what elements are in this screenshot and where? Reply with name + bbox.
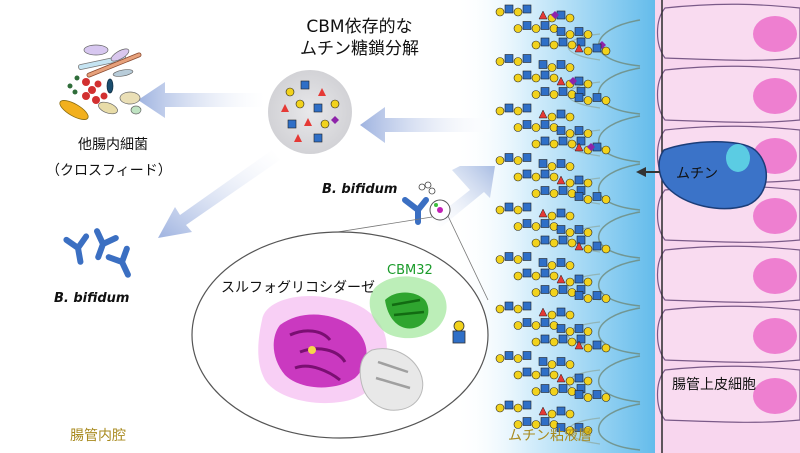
arrow-pool-to-bacteria xyxy=(138,82,265,118)
b-bifidum-small xyxy=(402,181,451,225)
cbm32-structure xyxy=(369,276,466,344)
epithelium xyxy=(655,0,800,453)
cbm32-label: CBM32 xyxy=(387,263,433,278)
released-sugar-pool xyxy=(268,70,352,154)
glycan-chains xyxy=(495,4,611,435)
b-bifidum-cells xyxy=(63,228,131,278)
title-line-1: CBM依存的な xyxy=(306,17,413,37)
mucin-label: ムチン xyxy=(676,166,718,182)
diagram-title: CBM依存的な ムチン糖鎖分解 xyxy=(300,16,419,60)
pool-sugars xyxy=(281,80,340,143)
enzyme-structure xyxy=(258,296,387,404)
b-bifidum-center-label: B. bifidum xyxy=(322,182,398,197)
other-bacteria-label: 他腸内細菌 xyxy=(78,137,148,153)
mucus-layer-label: ムチン粘液層 xyxy=(508,428,592,444)
epithelium-label: 腸管上皮細胞 xyxy=(672,377,756,393)
cross-feed-label: （クロスフィード） xyxy=(46,163,172,179)
mucin-blob xyxy=(658,141,768,210)
b-bifidum-label: B. bifidum xyxy=(54,291,130,306)
lumen-label: 腸管内腔 xyxy=(70,428,126,444)
linker-structure xyxy=(359,348,424,411)
arrow-mucus-to-pool xyxy=(360,107,490,143)
zoom-line-right xyxy=(447,215,489,301)
title-line-2: ムチン糖鎖分解 xyxy=(300,39,419,59)
other-bacteria xyxy=(59,44,142,120)
arrow-pool-to-bifidum xyxy=(158,150,280,238)
mucin-arrow-head xyxy=(636,167,646,177)
sulfoglycosidase-label: スルフォグリコシダーゼ xyxy=(221,280,375,296)
